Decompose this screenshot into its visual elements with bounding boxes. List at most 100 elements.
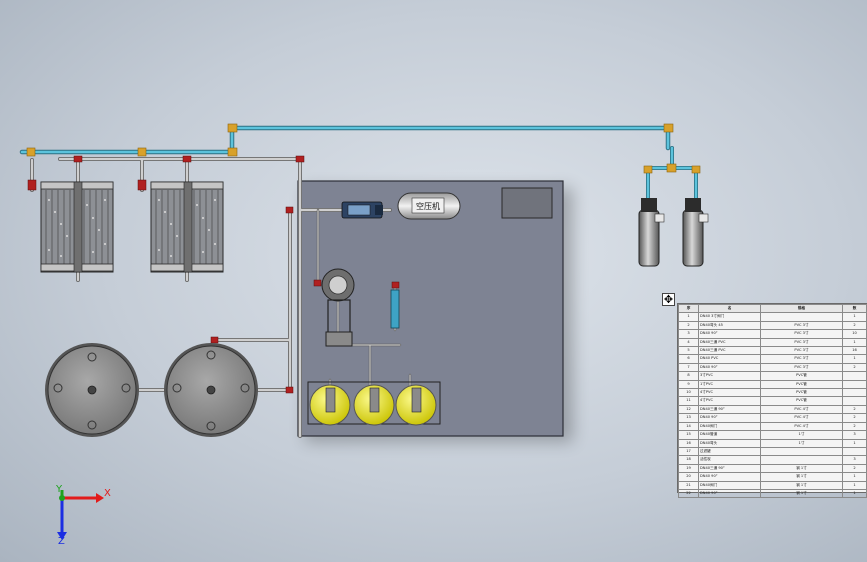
bom-cell-name: 4寸PVC (698, 388, 761, 398)
bom-cell-name: 1寸PVC (698, 379, 761, 390)
vertical-tank-left (638, 198, 665, 267)
bom-cell-name: DN40 PVC (698, 354, 761, 364)
bom-cell-name: 3寸PVC (698, 371, 761, 381)
bom-cell-spec (760, 312, 843, 322)
bom-cell-name: 过滤罐 (698, 446, 761, 457)
bom-cell-spec: PVC 4寸 (760, 421, 843, 432)
bom-col-qty: 数 (842, 303, 867, 314)
bom-cell-index: 22 (678, 488, 699, 499)
bom-cell-name: DN40三通 PVC (698, 337, 761, 348)
table-move-handle-icon[interactable]: ✥ (662, 293, 675, 306)
bom-cell-spec: PVC 3寸 (760, 329, 843, 339)
control-box (501, 187, 553, 219)
bom-cell-qty: 2 (842, 421, 867, 432)
bom-cell-spec: PVC管 (760, 388, 843, 398)
bom-cell-spec: PVC管 (760, 379, 843, 390)
bom-cell-index: 5 (678, 346, 699, 356)
pump-unit (321, 268, 400, 347)
bom-cell-qty: 1 (842, 337, 867, 348)
bom-cell-index: 17 (678, 446, 699, 457)
bom-cell-name: DN40阀门 (698, 480, 761, 490)
bom-cell-spec: 钢 1寸 (760, 463, 843, 474)
bom-cell-spec: PVC 4寸 (760, 404, 843, 415)
bom-cell-index: 14 (678, 421, 699, 432)
bom-cell-spec: PVC 3寸 (760, 354, 843, 364)
bom-cell-index: 1 (678, 312, 699, 322)
bom-cell-spec: 1寸 (760, 438, 843, 448)
bom-cell-qty (842, 379, 867, 390)
filter-rack-right (150, 181, 224, 273)
bom-cell-qty: 2 (842, 463, 867, 474)
blue-motor (341, 201, 383, 219)
bom-cell-qty: 1 (842, 312, 867, 322)
bom-cell-index: 21 (678, 480, 699, 490)
bom-cell-index: 8 (678, 371, 699, 381)
bom-cell-name: 4寸PVC (698, 396, 761, 406)
orange-fittings (26, 123, 701, 174)
bom-cell-index: 12 (678, 404, 699, 415)
bom-cell-index: 11 (678, 396, 699, 406)
bom-cell-qty: 1 (842, 488, 867, 499)
bom-cell-index: 10 (678, 388, 699, 398)
bom-cell-index: 15 (678, 430, 699, 440)
bom-cell-qty: 1 (842, 480, 867, 490)
bom-cell-qty: 1 (842, 472, 867, 482)
bom-cell-qty: 2 (842, 413, 867, 423)
bom-cell-name: DN40三通 PVC (698, 346, 761, 356)
bom-cell-name: 活性炭 (698, 455, 761, 465)
bom-cell-qty: 1 (842, 438, 867, 448)
bom-cell-spec: PVC管 (760, 371, 843, 381)
bom-cell-name: DN40 90° (698, 413, 761, 423)
bom-cell-index: 13 (678, 413, 699, 423)
bom-cell-name: DN40 90° (698, 488, 761, 499)
bom-cell-index: 3 (678, 329, 699, 339)
bom-cell-name: DN40 90° (698, 329, 761, 339)
bom-cell-spec: PVC 3寸 (760, 362, 843, 373)
filter-rack-left (40, 181, 114, 273)
bom-cell-qty (842, 388, 867, 398)
bom-cell-index: 9 (678, 379, 699, 390)
bom-cell-qty: 2 (842, 320, 867, 331)
bom-cell-name: DN40弯头 45 (698, 320, 761, 331)
bom-cell-spec: PVC 3寸 (760, 337, 843, 348)
bom-col-spec: 规格 (760, 303, 843, 314)
bom-col-name: 名 (698, 303, 761, 314)
bom-cell-index: 16 (678, 438, 699, 448)
bom-cell-spec: 1寸 (760, 430, 843, 440)
bom-cell-qty: 2 (842, 404, 867, 415)
round-tank-right (164, 343, 258, 437)
bom-cell-name: DN40 3寸阀门 (698, 312, 761, 322)
bom-cell-spec: PVC 3寸 (760, 320, 843, 331)
bom-cell-name: DN40 90° (698, 362, 761, 373)
bom-cell-index: 18 (678, 455, 699, 465)
round-tank-left (45, 343, 139, 437)
bom-cell-spec: 钢 1寸 (760, 472, 843, 482)
bom-cell-qty: 3 (842, 430, 867, 440)
bom-cell-spec (760, 455, 843, 465)
bom-cell-qty: 2 (842, 362, 867, 373)
